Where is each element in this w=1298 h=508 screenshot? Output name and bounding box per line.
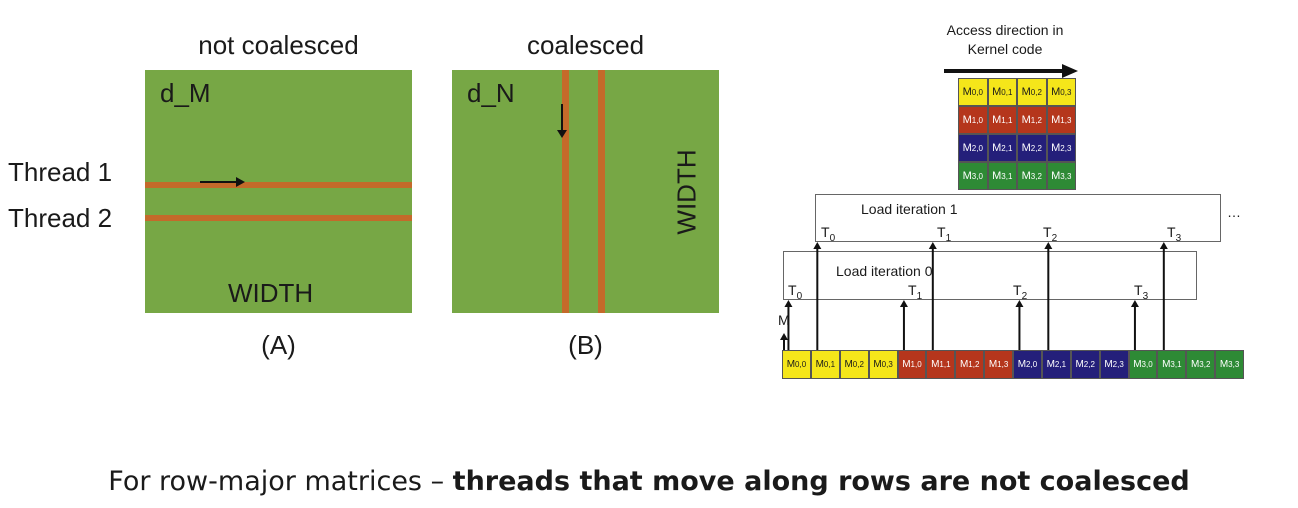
thread2-row-stripe xyxy=(145,215,412,221)
bottom-statement: For row-major matrices – threads that mo… xyxy=(0,466,1298,497)
m-array-label: M xyxy=(778,312,790,328)
iter1-arrow-t2 xyxy=(1044,242,1053,350)
thread1-column-stripe xyxy=(562,70,569,313)
matrix-d-n: d_N WIDTH xyxy=(452,70,719,313)
continuation-ellipsis: … xyxy=(1227,204,1241,220)
iter1-arrow-t3 xyxy=(1159,242,1168,350)
bottom-statement-bold: threads that move along rows are not coa… xyxy=(452,466,1190,497)
iter0-arrow-t3 xyxy=(1130,300,1139,350)
iter1-arrow-t1 xyxy=(928,242,937,350)
thread-label-iter1-t1: T1 xyxy=(937,224,952,244)
thread2-column-stripe xyxy=(598,70,605,313)
panel-b-title: coalesced xyxy=(526,30,645,60)
iter1-arrow-t0 xyxy=(813,242,822,350)
thread-label-iter1-t3: T3 xyxy=(1167,224,1182,244)
thread-label-iter0-t3: T3 xyxy=(1134,282,1149,302)
matrix-d-n-width-label: WIDTH xyxy=(671,149,702,235)
thread-label-iter1-t0: T0 xyxy=(821,224,836,244)
access-direction-arrow-icon xyxy=(944,64,1078,78)
thread1-label: Thread 1 xyxy=(8,157,113,187)
load-iteration-0-box: Load iteration 0 xyxy=(783,251,1197,300)
load-iteration-1-box: Load iteration 1 xyxy=(815,194,1221,242)
panel-b-caption: (B) xyxy=(568,330,603,360)
thread2-label: Thread 2 xyxy=(8,203,113,233)
iter0-arrow-t0 xyxy=(784,300,793,350)
matrix-d-m: d_M WIDTH xyxy=(145,70,412,313)
column-direction-arrow-icon xyxy=(557,104,567,138)
m-pointer-arrow xyxy=(780,333,788,350)
panel-a-title: not coalesced xyxy=(198,30,359,60)
thread-label-iter0-t2: T2 xyxy=(1013,282,1028,302)
matrix-d-m-label: d_M xyxy=(160,78,211,108)
thread1-row-stripe xyxy=(145,182,412,188)
iter0-arrow-t1 xyxy=(899,300,908,350)
panel-a-caption: (A) xyxy=(261,330,296,360)
access-direction-line2: Kernel code xyxy=(967,41,1043,57)
thread-label-iter1-t2: T2 xyxy=(1043,224,1058,244)
thread-label-iter0-t0: T0 xyxy=(788,282,803,302)
access-direction-line1: Access direction in xyxy=(946,22,1064,38)
access-direction-label: Access direction in Kernel code xyxy=(925,21,1085,59)
thread-label-iter0-t1: T1 xyxy=(908,282,923,302)
iter0-arrow-t2 xyxy=(1015,300,1024,350)
load-iteration-1-label: Load iteration 1 xyxy=(861,201,958,217)
bottom-statement-prefix: For row-major matrices – xyxy=(108,466,453,497)
load-iteration-0-label: Load iteration 0 xyxy=(836,263,933,279)
row-direction-arrow-icon xyxy=(200,177,245,187)
thread-access-arrows xyxy=(780,242,1168,350)
matrix-d-n-label: d_N xyxy=(467,78,515,108)
matrix-d-m-width-label: WIDTH xyxy=(228,278,314,308)
